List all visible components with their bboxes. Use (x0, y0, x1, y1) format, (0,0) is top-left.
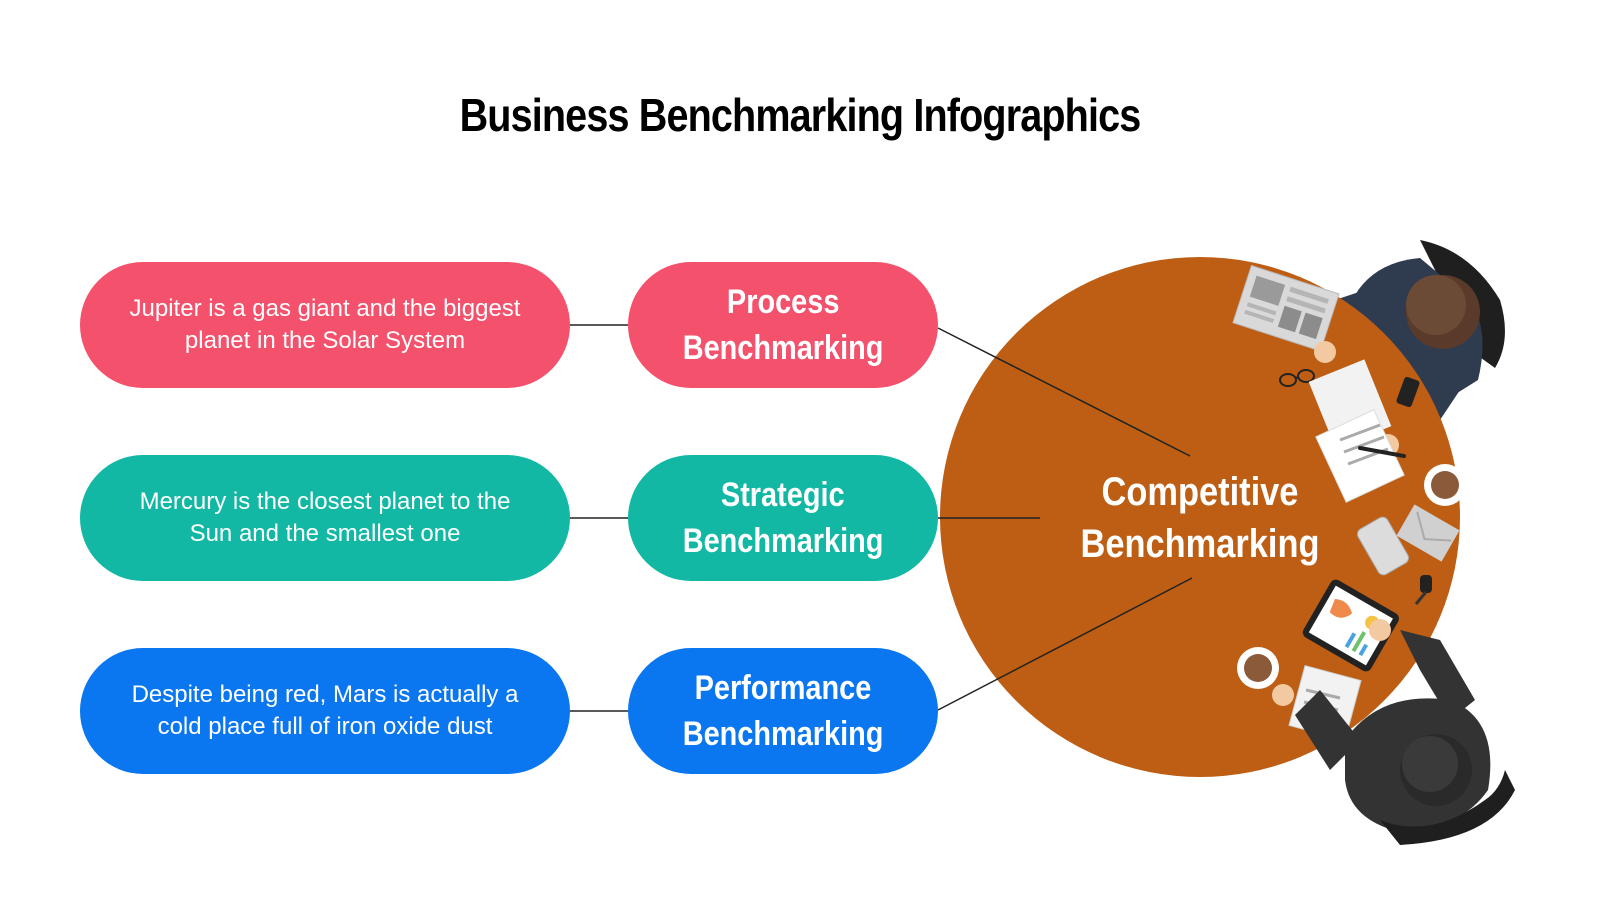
newspaper-icon (1232, 264, 1340, 352)
car-key-icon (1414, 575, 1432, 605)
tablet-chart-icon (1302, 579, 1399, 672)
phone-icon (1356, 516, 1410, 576)
label-line-1: Process (726, 283, 840, 321)
label-pill-process: Process Benchmarking (628, 262, 938, 388)
label-line-1: Performance (694, 669, 872, 707)
connector-line (937, 327, 1191, 457)
center-label: Competitive Benchmarking (1040, 466, 1360, 570)
phone-icon (1396, 376, 1420, 408)
documents-icon (1308, 359, 1405, 503)
description-pill-performance: Despite being red, Mars is actually a co… (80, 648, 570, 774)
pen-icon (1358, 446, 1406, 458)
glasses-icon (1279, 369, 1315, 387)
label-line-2: Benchmarking (682, 715, 884, 753)
connector-line (937, 577, 1193, 711)
label-pill-strategic: Strategic Benchmarking (628, 455, 938, 581)
person-bottom-icon (1295, 630, 1515, 845)
person-top-icon (1318, 240, 1505, 450)
page-title: Business Benchmarking Infographics (459, 89, 1142, 141)
description-pill-strategic: Mercury is the closest planet to the Sun… (80, 455, 570, 581)
description-pill-process: Jupiter is a gas giant and the biggest p… (80, 262, 570, 388)
label-line-2: Benchmarking (682, 329, 884, 367)
label-pill-performance: Performance Benchmarking (628, 648, 938, 774)
coffee-cup-icon (1424, 464, 1466, 506)
envelope-icon (1396, 504, 1460, 562)
label-line-2: Benchmarking (682, 522, 884, 560)
coffee-cup-icon (1237, 647, 1279, 689)
center-label-line-2: Benchmarking (1080, 522, 1320, 566)
label-line-1: Strategic (721, 476, 845, 514)
center-label-line-1: Competitive (1101, 470, 1299, 514)
